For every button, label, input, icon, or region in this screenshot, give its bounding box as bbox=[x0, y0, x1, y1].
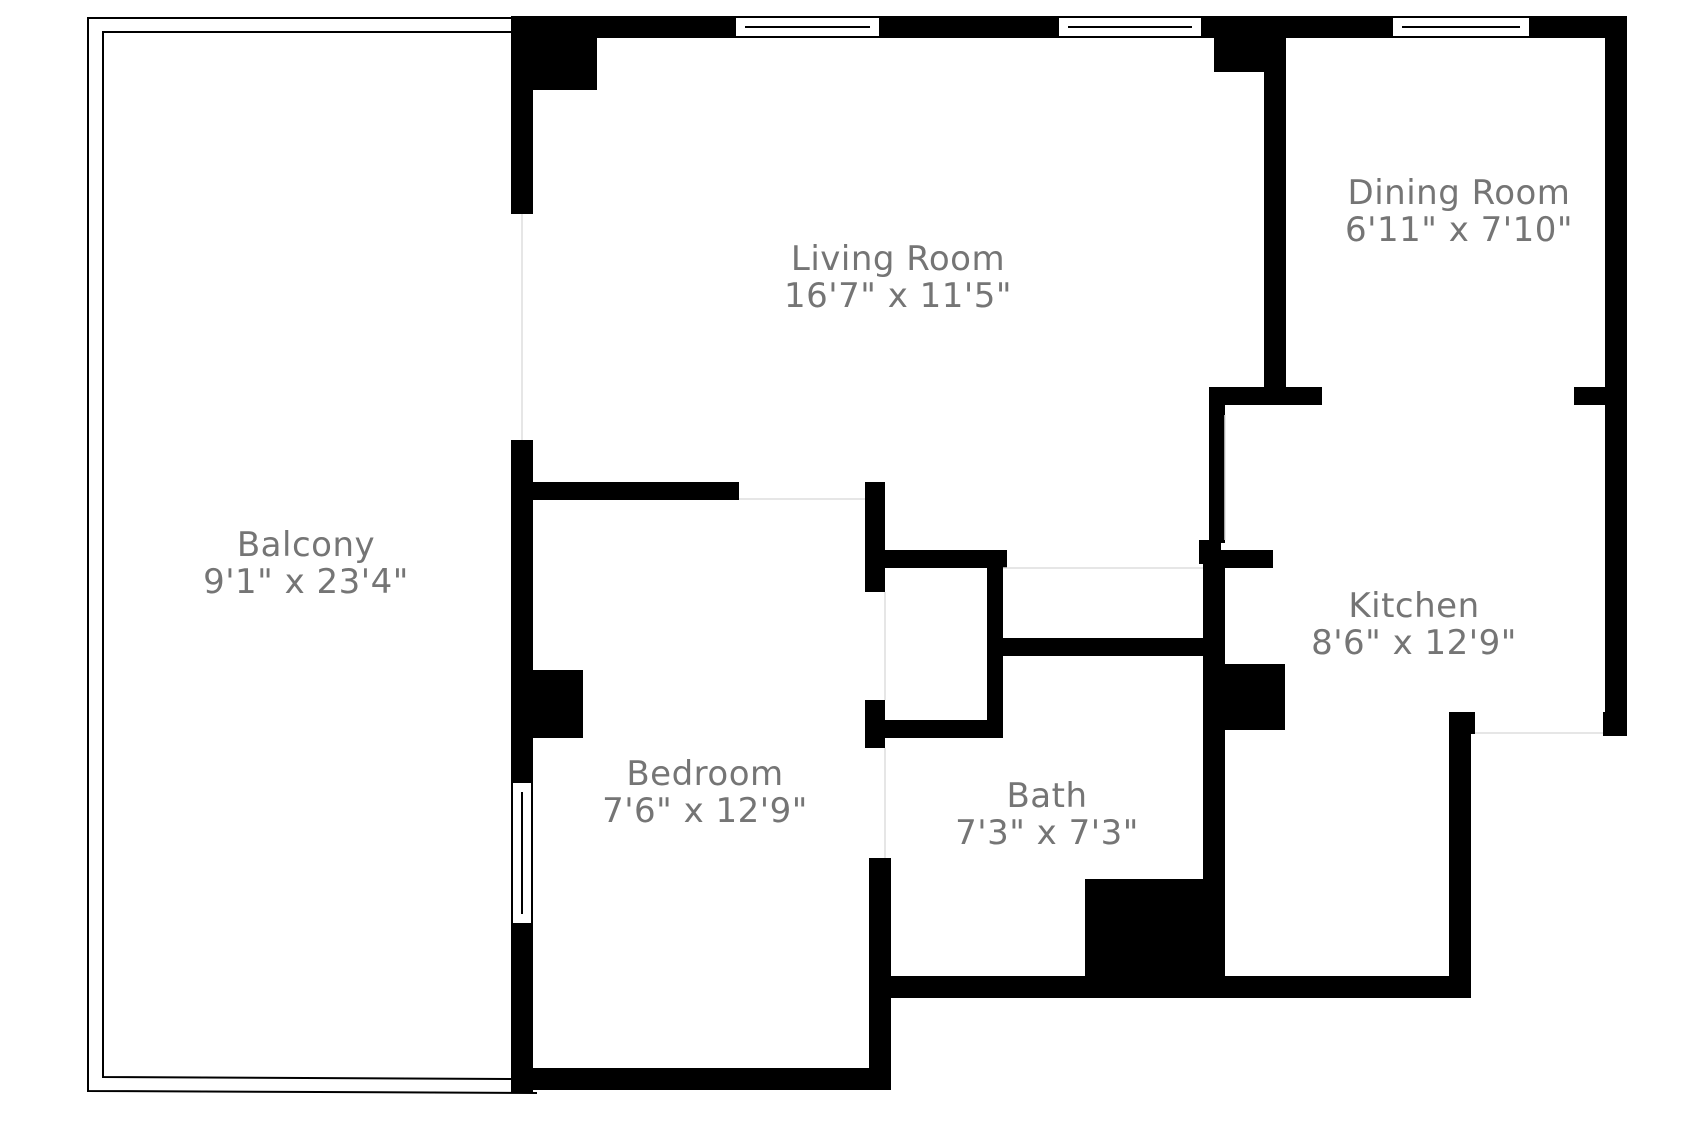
pillar-top-left bbox=[511, 16, 597, 90]
wall-living-bedroom bbox=[511, 482, 739, 500]
window-1 bbox=[734, 16, 881, 38]
wall-living-dining bbox=[1264, 16, 1286, 404]
wall-bottom-2 bbox=[869, 976, 1471, 998]
room-labels: Balcony 9'1" x 23'4" Living Room 16'7" x… bbox=[203, 173, 1573, 853]
wall-bedroom-right-3 bbox=[869, 858, 891, 1090]
wall-closet-bottom bbox=[865, 720, 1003, 738]
room-name-bath: Bath bbox=[1006, 776, 1087, 816]
wall-left-3 bbox=[511, 924, 533, 1092]
wall-kitchen-bottom-stub bbox=[1449, 712, 1475, 734]
room-dims-bedroom: 7'6" x 12'9" bbox=[602, 791, 808, 831]
room-name-balcony: Balcony bbox=[237, 525, 375, 565]
pillar-bedroom bbox=[511, 670, 583, 738]
wall-top-2 bbox=[880, 16, 1058, 38]
room-dims-balcony: 9'1" x 23'4" bbox=[203, 562, 409, 602]
window-bedroom bbox=[511, 781, 533, 925]
room-dims-kitchen: 8'6" x 12'9" bbox=[1311, 623, 1517, 663]
walls bbox=[511, 16, 1627, 1092]
room-name-living: Living Room bbox=[791, 239, 1005, 279]
pillar-bath bbox=[1085, 879, 1211, 989]
room-name-bedroom: Bedroom bbox=[626, 754, 783, 794]
wall-bottom-1 bbox=[511, 1068, 891, 1090]
wall-closet-top bbox=[865, 550, 1007, 568]
room-dims-bath: 7'3" x 7'3" bbox=[955, 813, 1139, 853]
wall-top-4 bbox=[1530, 16, 1627, 38]
wall-kitchen-bottom-right bbox=[1449, 712, 1471, 998]
wall-stub-1 bbox=[1209, 387, 1322, 405]
wall-kitchen-stub-b bbox=[1199, 540, 1221, 564]
balcony-outline bbox=[87, 17, 538, 1094]
window-2 bbox=[1057, 16, 1203, 38]
room-name-dining: Dining Room bbox=[1348, 173, 1571, 213]
wall-bedroom-right-1 bbox=[865, 482, 885, 592]
wall-stub-2 bbox=[1574, 387, 1627, 405]
wall-right bbox=[1605, 16, 1627, 736]
wall-hall-bath bbox=[987, 638, 1221, 656]
wall-right-bottom bbox=[1603, 712, 1627, 736]
windows bbox=[511, 16, 1531, 925]
openings bbox=[521, 214, 1603, 858]
window-3 bbox=[1391, 16, 1531, 38]
wall-living-right-stub bbox=[1209, 387, 1225, 543]
room-dims-living: 16'7" x 11'5" bbox=[784, 276, 1012, 316]
room-dims-dining: 6'11" x 7'10" bbox=[1345, 210, 1573, 250]
room-name-kitchen: Kitchen bbox=[1348, 586, 1479, 626]
wall-kitchen-left bbox=[1203, 550, 1225, 990]
